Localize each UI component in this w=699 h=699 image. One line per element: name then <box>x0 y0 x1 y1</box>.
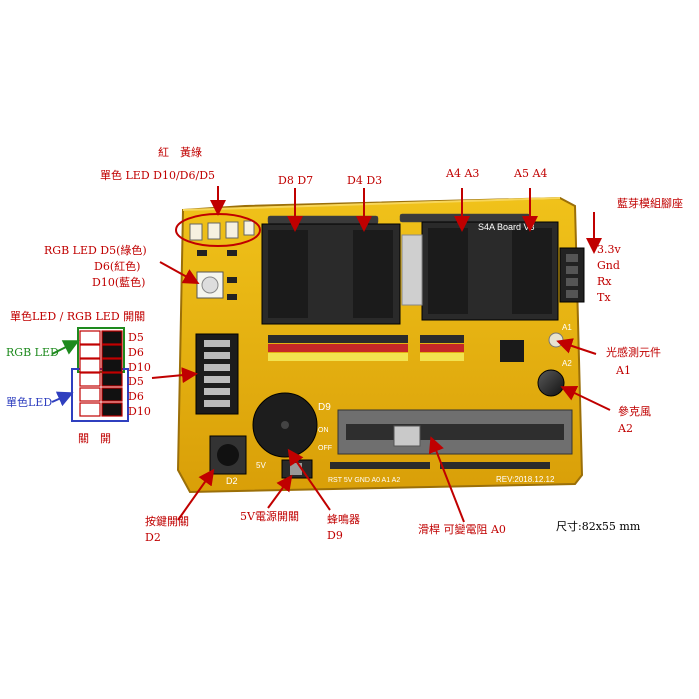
microphone <box>537 369 565 397</box>
bottom-pin-row <box>330 462 550 469</box>
light-sensor-pin: A1 <box>616 364 631 377</box>
pin-33v: 3.3v <box>597 243 621 256</box>
ic-chip <box>500 340 524 362</box>
rgb-led-label-1: RGB LED D5(綠色) <box>44 244 147 257</box>
board-bottom-pins: RST 5V GND A0 A1 A2 <box>328 477 400 484</box>
buzzer-pin: D9 <box>327 529 343 542</box>
board-a1: A1 <box>562 323 572 332</box>
bluetooth-header <box>559 247 585 303</box>
switch-d5-b: D5 <box>128 375 144 388</box>
buzzer-label: 蜂鳴器 <box>327 513 360 526</box>
rgb-led-side-label: RGB LED <box>6 346 59 359</box>
board-off: OFF <box>318 445 332 452</box>
a5-a4-label: A5 A4 <box>514 167 548 180</box>
rgb-led-label-3: D10(藍色) <box>92 276 146 289</box>
button-pin: D2 <box>145 531 161 544</box>
single-led-side-label: 單色LED <box>6 396 53 409</box>
dip-switch <box>195 333 239 415</box>
slide-potentiometer <box>337 409 573 455</box>
mic-label: 參克風 <box>618 405 651 418</box>
single-leds <box>189 220 255 241</box>
slider-label: 滑桿 可變電阻 A0 <box>418 523 506 536</box>
light-sensor-label: 光感測元件 <box>606 346 661 359</box>
d8-d7-label: D8 D7 <box>278 174 314 187</box>
switch-d10-a: D10 <box>128 361 151 374</box>
switch-diagram <box>71 327 129 422</box>
board-on: ON <box>318 427 329 434</box>
push-button <box>209 435 247 475</box>
led-color-label: 紅 黃綠 <box>158 146 202 159</box>
color-pin-rows <box>268 335 464 361</box>
board-d2: D2 <box>226 476 238 486</box>
board-model: S4A Board V3 <box>478 222 535 232</box>
pin-gnd: Gnd <box>597 259 620 272</box>
size-label: 尺寸:82x55 mm <box>556 520 641 533</box>
power-switch-label: 5V電源開關 <box>240 510 299 523</box>
pin-rx: Rx <box>597 275 612 288</box>
led-highlight-ellipse <box>175 213 261 247</box>
switch-title: 單色LED / RGB LED 開關 <box>10 310 146 323</box>
switch-d5-a: D5 <box>128 331 144 344</box>
rgb-led <box>196 271 224 299</box>
a4-a3-label: A4 A3 <box>446 167 480 180</box>
mic-pin: A2 <box>618 422 633 435</box>
switch-d10-b: D10 <box>128 405 151 418</box>
black-headers <box>261 221 559 325</box>
board-5v: 5V <box>256 461 266 470</box>
switch-d6-b: D6 <box>128 390 144 403</box>
switch-d6-a: D6 <box>128 346 144 359</box>
button-label: 按鍵開關 <box>145 515 189 528</box>
board-d9: D9 <box>318 402 331 413</box>
board-a2: A2 <box>562 359 572 368</box>
pin-tx: Tx <box>597 291 611 304</box>
bluetooth-label: 藍芽模組腳座 <box>617 197 683 210</box>
board-rev: REV:2018.12.12 <box>496 475 555 484</box>
single-led-label: 單色 LED D10/D6/D5 <box>100 169 216 182</box>
switch-off-on-label: 關 開 <box>78 432 111 445</box>
d4-d3-label: D4 D3 <box>347 174 383 187</box>
rgb-led-label-2: D6(紅色) <box>94 260 141 273</box>
